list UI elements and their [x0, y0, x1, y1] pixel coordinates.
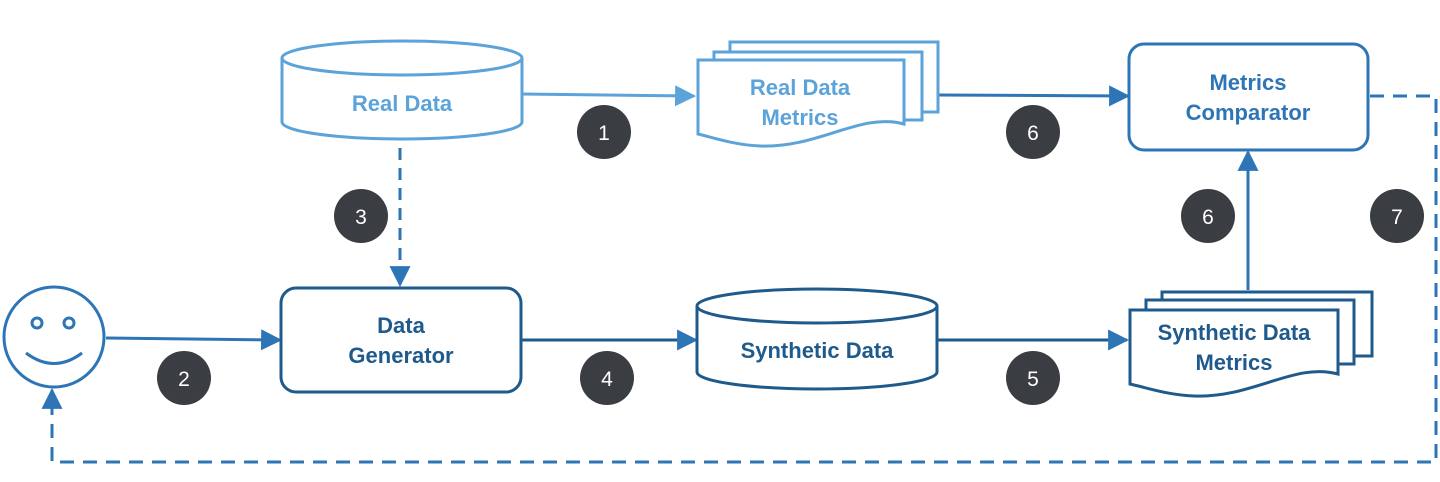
step-badge-5-label: 5	[1027, 368, 1039, 391]
step-badge-6-top-label: 6	[1027, 122, 1039, 145]
real-data-cylinder: Real Data	[280, 39, 524, 141]
real-data-label: Real Data	[352, 91, 453, 116]
real-data-metrics-document: Real Data Metrics	[696, 40, 940, 148]
metrics-comparator-box: Metrics Comparator	[1127, 42, 1370, 152]
arrow-user-to-generator	[105, 329, 283, 351]
real-data-metrics-label-line1: Real Data	[750, 75, 851, 100]
step-badge-2-label: 2	[178, 368, 190, 391]
data-generator-label-line2: Generator	[348, 343, 454, 368]
step-badge-3: 3	[334, 189, 388, 243]
step-badge-4: 4	[580, 351, 634, 405]
step-badge-7: 7	[1370, 189, 1424, 243]
synthetic-data-metrics-label-line2: Metrics	[1195, 350, 1272, 375]
step-badge-7-label: 7	[1391, 206, 1403, 229]
step-badge-4-label: 4	[601, 368, 613, 391]
step-badge-6-side-label: 6	[1202, 206, 1214, 229]
arrow-real-data-to-metrics	[521, 85, 697, 107]
step-badge-6-top: 6	[1006, 105, 1060, 159]
synthetic-data-metrics-label-line1: Synthetic Data	[1158, 320, 1312, 345]
metrics-comparator-label-line1: Metrics	[1209, 70, 1286, 95]
metrics-comparator-label-line2: Comparator	[1186, 100, 1311, 125]
smiley-face-icon	[2, 285, 106, 389]
step-badge-5: 5	[1006, 351, 1060, 405]
step-badge-1-label: 1	[598, 122, 610, 145]
step-badge-3-label: 3	[355, 206, 367, 229]
step-badge-2: 2	[157, 351, 211, 405]
real-data-metrics-label-line2: Metrics	[761, 105, 838, 130]
data-generator-box: Data Generator	[279, 286, 523, 394]
data-generator-label-line1: Data	[377, 313, 425, 338]
synthetic-data-cylinder: Synthetic Data	[695, 287, 939, 391]
step-badge-1: 1	[577, 105, 631, 159]
feedback-loop-dashed	[41, 94, 1438, 464]
step-badge-6-side: 6	[1181, 189, 1235, 243]
synthetic-data-metrics-document: Synthetic Data Metrics	[1128, 290, 1374, 398]
synthetic-data-label: Synthetic Data	[741, 338, 895, 363]
arrow-real-metrics-to-comparator	[937, 85, 1131, 107]
